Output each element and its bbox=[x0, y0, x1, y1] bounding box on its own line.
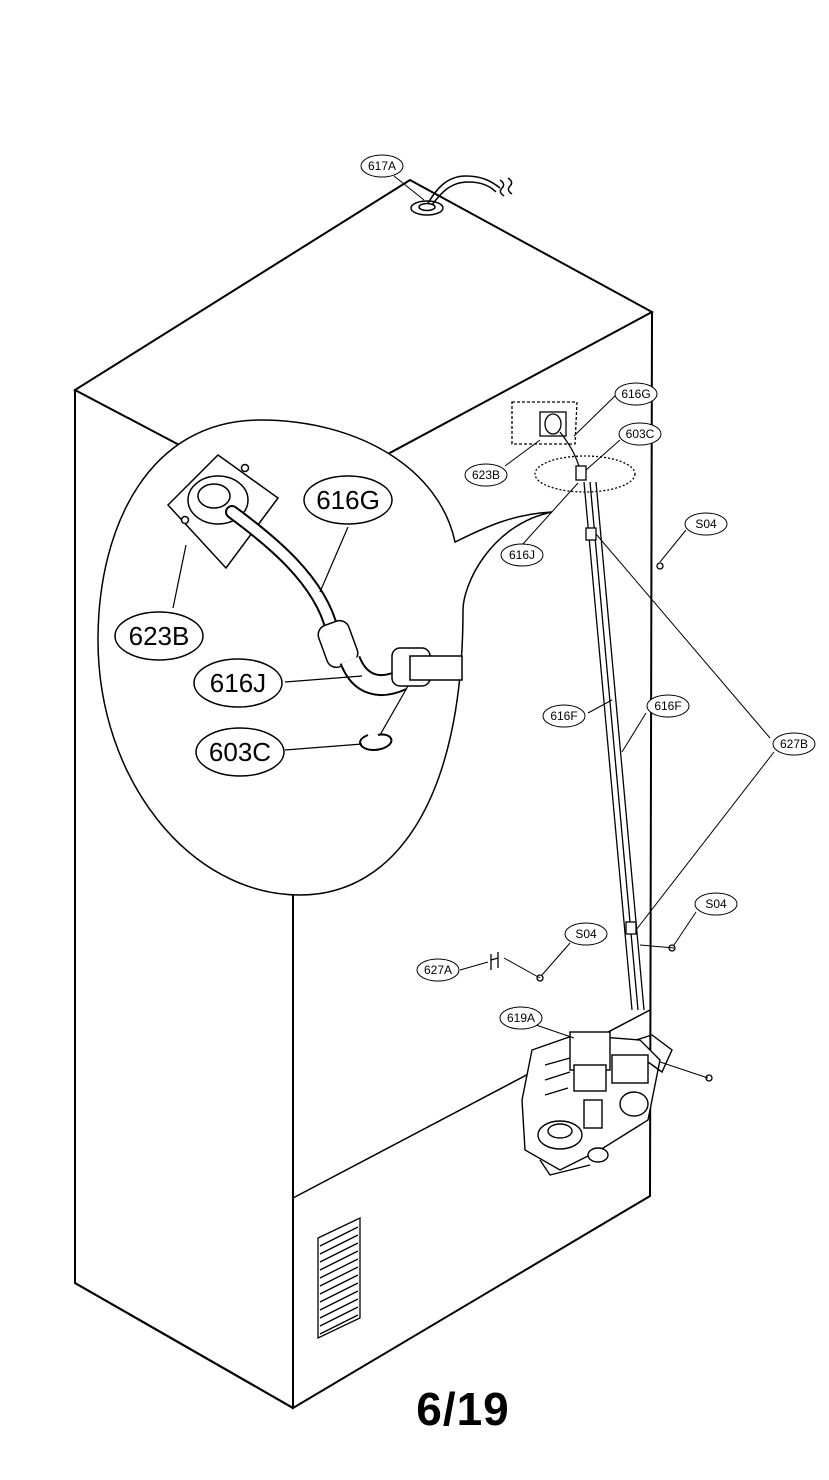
refrigerator-cabinet bbox=[72, 178, 655, 1410]
callout-619A bbox=[499, 1006, 543, 1030]
detail-fitting bbox=[166, 454, 463, 751]
callout-large-623B bbox=[114, 611, 204, 661]
callout-616G bbox=[614, 382, 658, 406]
vent-grille bbox=[317, 1216, 361, 1340]
label-S04-b: S04 bbox=[705, 897, 727, 911]
page-number-text: 6/19 bbox=[416, 1383, 510, 1435]
callout-627A bbox=[416, 958, 460, 982]
label-627B: 627B bbox=[780, 737, 808, 751]
callout-S04-a bbox=[684, 512, 728, 536]
label-617A: 617A bbox=[368, 159, 396, 173]
label-large-616G: 616G bbox=[316, 485, 380, 515]
callout-large-616G bbox=[303, 475, 393, 525]
page-number: 6/19 bbox=[0, 1382, 829, 1436]
label-616F-right: 616F bbox=[654, 699, 681, 713]
label-S04-a: S04 bbox=[695, 517, 717, 531]
callout-616F-left bbox=[542, 704, 586, 728]
label-616F-left: 616F bbox=[550, 709, 577, 723]
callout-S04-c bbox=[564, 922, 608, 946]
label-603C: 603C bbox=[626, 427, 655, 441]
label-large-616J: 616J bbox=[210, 668, 266, 698]
label-623B: 623B bbox=[472, 468, 500, 482]
callout-623B bbox=[464, 463, 508, 487]
callout-616F-right bbox=[646, 694, 690, 718]
top-grommet bbox=[410, 175, 513, 216]
callout-616J bbox=[500, 543, 544, 567]
label-616G: 616G bbox=[621, 387, 650, 401]
callout-labels-small: 617A 616G 603C 623B 616J S04 616F 616F 6… bbox=[368, 159, 808, 1025]
water-valve bbox=[521, 1031, 673, 1176]
callout-627B bbox=[772, 732, 816, 756]
callouts-small bbox=[360, 154, 816, 1030]
callout-S04-b bbox=[694, 892, 738, 916]
water-tube bbox=[583, 481, 645, 1011]
label-S04-c: S04 bbox=[575, 927, 597, 941]
detail-leaders bbox=[172, 526, 409, 751]
callout-603C bbox=[618, 422, 662, 446]
label-616J: 616J bbox=[509, 548, 535, 562]
callout-leaders bbox=[393, 175, 775, 1079]
callout-large-603C bbox=[195, 727, 285, 777]
callout-617A bbox=[360, 154, 404, 178]
callout-labels-large: 616G 623B 616J 603C bbox=[129, 485, 380, 767]
label-619A: 619A bbox=[507, 1011, 535, 1025]
label-627A: 627A bbox=[424, 963, 452, 977]
label-large-603C: 603C bbox=[209, 737, 271, 767]
callouts-large bbox=[114, 475, 393, 777]
label-large-623B: 623B bbox=[129, 621, 190, 651]
small-parts bbox=[490, 562, 713, 1082]
callout-large-616J bbox=[193, 658, 283, 708]
